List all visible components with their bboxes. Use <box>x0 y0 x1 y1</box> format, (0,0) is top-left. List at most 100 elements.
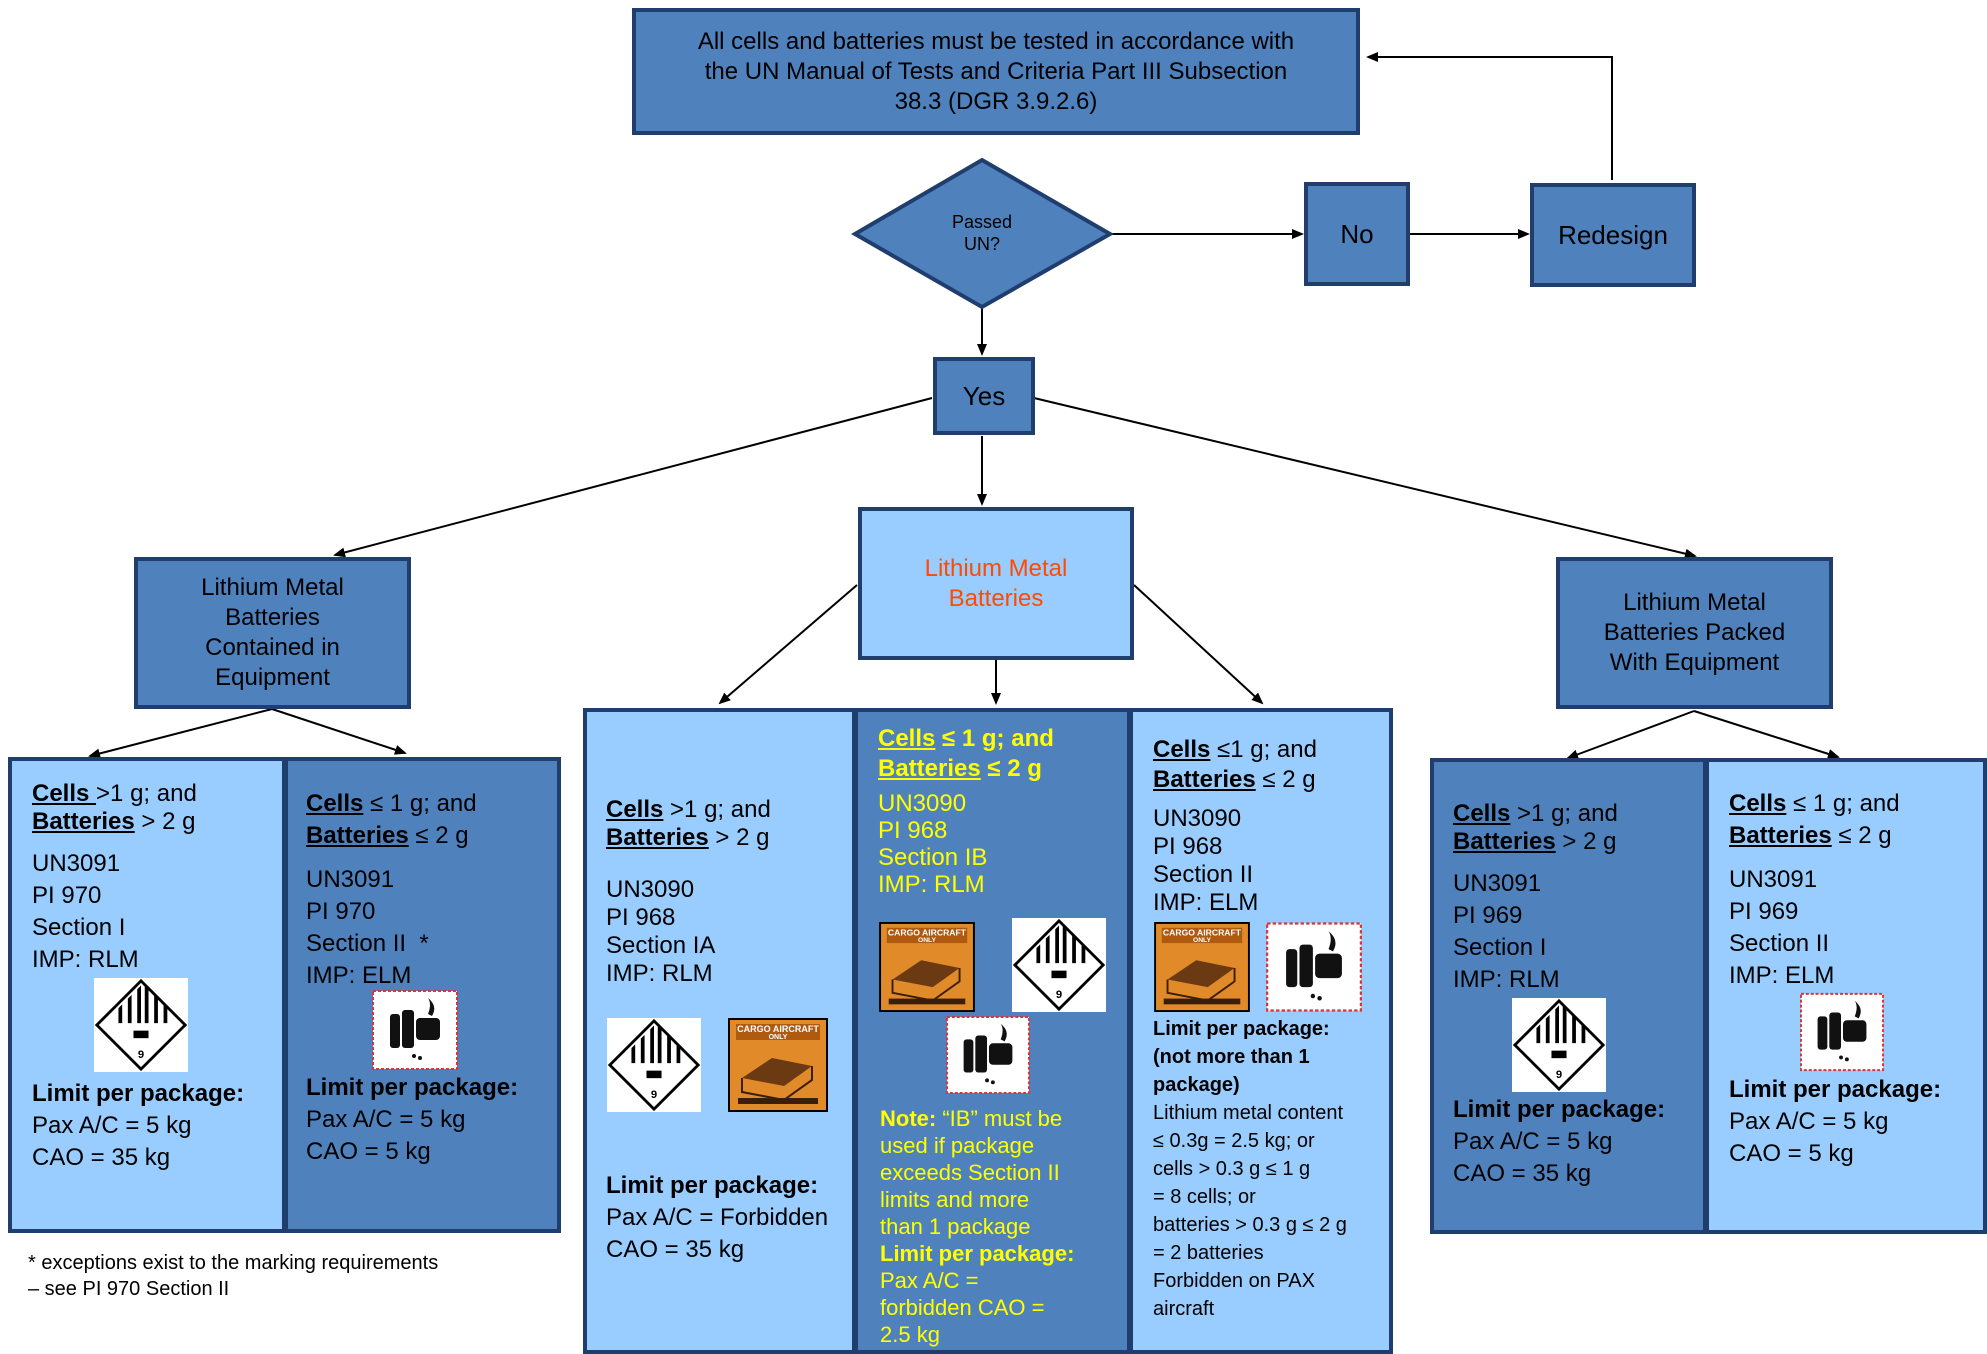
note-line: used if package <box>880 1133 1035 1158</box>
section: Section I <box>32 914 126 941</box>
pax-cao-line: 2.5 kg <box>880 1322 940 1347</box>
pi969-section-i-limits: Limit per package: Pax A/C = 5 kg CAO = … <box>1453 1094 1703 1190</box>
packing-instruction: PI 970 <box>306 898 376 925</box>
batteries-threshold: ≤ 2 g <box>1255 766 1316 793</box>
cells-threshold: >1 g; and <box>96 780 197 807</box>
pax-limit: Pax A/C = 5 kg <box>306 1106 466 1133</box>
cells-heading: Cells <box>1453 800 1511 827</box>
un-number: UN3091 <box>306 866 395 893</box>
batteries-threshold: > 2 g <box>708 824 770 851</box>
note-line: than 1 package <box>880 1214 1031 1239</box>
limit-detail: batteries > 0.3 g ≤ 2 g <box>1153 1214 1347 1236</box>
limit-detail: = 8 cells; or <box>1153 1186 1256 1208</box>
decision-label: Passed UN? <box>920 211 1044 255</box>
limit-heading: Limit per package: <box>606 1172 819 1199</box>
batteries-to-c5-arrow <box>1133 584 1264 705</box>
section: Section II <box>1153 861 1254 888</box>
branch-packed-line: With Equipment <box>1609 649 1780 676</box>
limit-detail: cells > 0.3 g ≤ 1 g <box>1153 1158 1311 1180</box>
cao-limit: CAO = 35 kg <box>1453 1160 1592 1187</box>
packing-instruction: PI 968 <box>1153 833 1223 860</box>
limit-detail: aircraft <box>1153 1298 1215 1320</box>
cargo-label-line-2: ONLY <box>918 937 937 944</box>
branch-contained-line: Contained in <box>205 634 340 661</box>
batteries-heading: Batteries <box>1453 828 1556 855</box>
branch-contained-line: Equipment <box>215 664 330 691</box>
class9-number: 9 <box>138 1049 144 1061</box>
top-box-line-3: 38.3 (DGR 3.9.2.6) <box>894 87 1098 115</box>
imp-code: IMP: ELM <box>1729 962 1835 989</box>
imp-code: IMP: RLM <box>878 871 985 898</box>
cargo-label-line-1: CARGO AIRCRAFT <box>1163 927 1242 937</box>
batteries-heading: Batteries <box>1729 822 1832 849</box>
imp-code: IMP: ELM <box>306 962 412 989</box>
pi969-section-ii-limits: Limit per package: Pax A/C = 5 kg CAO = … <box>1729 1074 1979 1170</box>
class9-number: 9 <box>1556 1069 1562 1081</box>
decision-diamond <box>851 157 1115 310</box>
pi968-section-ib-text: Cells ≤ 1 g; and Batteries ≤ 2 g UN3090 … <box>878 724 1128 898</box>
yes-box: Yes <box>933 357 1035 435</box>
cells-heading: Cells <box>1153 736 1211 763</box>
cells-heading: Cells <box>306 790 364 817</box>
cells-heading: Cells <box>1729 790 1787 817</box>
imp-code: IMP: RLM <box>606 960 713 987</box>
yes-to-packed-arrow <box>1033 397 1697 559</box>
pax-limit: Pax A/C = 5 kg <box>1453 1128 1613 1155</box>
batteries-to-c3-arrow <box>718 584 858 705</box>
footnote-line-2: – see PI 970 Section II <box>28 1278 230 1300</box>
limit-detail: Forbidden on PAX <box>1153 1270 1315 1292</box>
cells-threshold: ≤ 1 g; and <box>363 790 477 817</box>
pi970-section-i-limits: Limit per package: Pax A/C = 5 kg CAO = … <box>32 1078 282 1174</box>
section: Section II * <box>306 930 429 957</box>
packing-instruction: PI 969 <box>1729 898 1799 925</box>
branch-packed-line: Batteries Packed <box>1603 619 1786 646</box>
limit-detail: Lithium metal content <box>1153 1102 1344 1124</box>
un-number: UN3090 <box>1153 805 1242 832</box>
cells-heading: Cells <box>878 725 936 752</box>
cargo-label-line-1: CARGO AIRCRAFT <box>737 1024 819 1034</box>
cargo-aircraft-only-label-icon: CARGO AIRCRAFT ONLY <box>1154 922 1250 1012</box>
cargo-aircraft-only-label-icon: CARGO AIRCRAFT ONLY <box>879 922 975 1012</box>
lithium-battery-mark-icon <box>1266 922 1362 1012</box>
batteries-heading: Batteries <box>306 822 409 849</box>
limit-detail: ≤ 0.3g = 2.5 kg; or <box>1153 1130 1315 1152</box>
cao-limit: CAO = 5 kg <box>306 1138 431 1165</box>
branch-contained-line: Lithium Metal <box>201 574 344 601</box>
contained-to-c2-arrow <box>271 708 407 755</box>
packing-instruction: PI 970 <box>32 882 102 909</box>
redesign-box: Redesign <box>1530 183 1696 287</box>
cells-threshold: >1 g; and <box>663 796 771 823</box>
imp-code: IMP: RLM <box>32 946 139 973</box>
class9-hazard-label-icon: 9 <box>94 978 188 1072</box>
cells-threshold: ≤1 g; and <box>1210 736 1317 763</box>
branch-batteries-line: Lithium Metal <box>924 554 1068 582</box>
branch-contained-in-equipment: Lithium Metal Batteries Contained in Equ… <box>134 557 411 709</box>
no-label: No <box>1340 219 1374 249</box>
limit-heading: Limit per package: <box>1729 1076 1942 1103</box>
redesign-label: Redesign <box>1558 220 1668 250</box>
lithium-battery-mark-icon <box>1800 992 1884 1072</box>
cargo-aircraft-only-label-icon: CARGO AIRCRAFT ONLY <box>728 1018 828 1112</box>
class9-hazard-label-icon: 9 <box>607 1018 701 1112</box>
pi968-section-ib-note: Note: “IB” must be used if package excee… <box>880 1105 1128 1348</box>
cells-threshold: >1 g; and <box>1510 800 1618 827</box>
note-line: exceeds Section II <box>880 1160 1060 1185</box>
limit-heading: Limit per package: <box>32 1080 245 1107</box>
section: Section II <box>1729 930 1830 957</box>
pi970-section-i-text: Cells >1 g; and Batteries > 2 g UN3091 P… <box>32 780 282 976</box>
branch-lithium-metal-batteries: Lithium Metal Batteries <box>858 507 1134 660</box>
pax-limit: Pax A/C = 5 kg <box>32 1112 192 1139</box>
top-box-line-1: All cells and batteries must be tested i… <box>697 27 1295 55</box>
batteries-heading: Batteries <box>32 808 135 835</box>
packing-instruction: PI 968 <box>606 904 676 931</box>
packing-instruction: PI 969 <box>1453 902 1523 929</box>
batteries-heading: Batteries <box>878 755 981 782</box>
cells-threshold: ≤ 1 g; and <box>1786 790 1900 817</box>
decision-line-2: UN? <box>963 234 1000 254</box>
packed-to-c6-arrow <box>1566 710 1695 760</box>
cells-heading: Cells <box>606 796 664 823</box>
imp-code: IMP: ELM <box>1153 889 1259 916</box>
cells-threshold: ≤ 1 g; and <box>935 725 1054 752</box>
top-box-line-2: the UN Manual of Tests and Criteria Part… <box>704 57 1288 85</box>
